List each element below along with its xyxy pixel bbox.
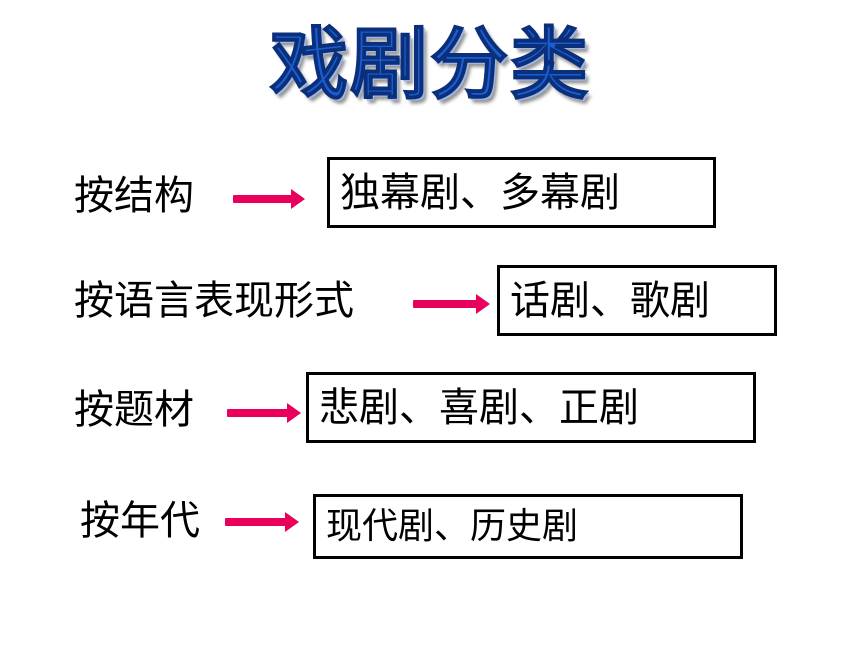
arrow-icon (227, 403, 301, 423)
type-box-text: 独幕剧、多幕剧 (340, 169, 620, 216)
type-box-text: 现代剧、历史剧 (326, 505, 579, 547)
row-label-era: 按年代 (80, 498, 200, 544)
arrow-icon (225, 512, 299, 532)
row-label-structure: 按结构 (74, 173, 194, 219)
slide-title: 戏剧分类 (269, 20, 590, 110)
row-label-subject: 按题材 (74, 387, 194, 433)
type-box-language-form: 话剧、歌剧 (497, 265, 777, 336)
arrow-icon (233, 189, 305, 209)
arrow-icon (413, 294, 490, 314)
type-box-text: 悲剧、喜剧、正剧 (319, 384, 639, 431)
type-box-era: 现代剧、历史剧 (313, 494, 743, 559)
type-box-structure: 独幕剧、多幕剧 (327, 157, 716, 228)
type-box-text: 话剧、歌剧 (510, 277, 710, 324)
row-label-language-form: 按语言表现形式 (74, 278, 354, 324)
type-box-subject: 悲剧、喜剧、正剧 (306, 372, 756, 443)
